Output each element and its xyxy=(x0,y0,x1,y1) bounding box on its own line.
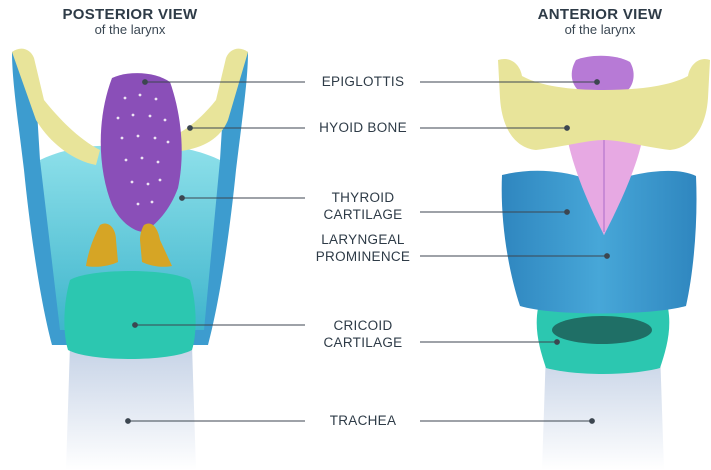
label-laryngeal-prominence: LARYNGEAL PROMINENCE xyxy=(293,231,433,265)
anterior-view-heading: ANTERIOR VIEW of the larynx xyxy=(490,6,710,37)
label-hyoid-bone: HYOID BONE xyxy=(293,119,433,136)
posterior-larynx xyxy=(12,49,248,470)
label-cricoid-line1: CRICOID xyxy=(333,318,392,333)
anterior-view-title: ANTERIOR VIEW xyxy=(490,6,710,23)
label-cricoid-line2: CARTILAGE xyxy=(324,335,403,350)
posterior-view-heading: POSTERIOR VIEW of the larynx xyxy=(20,6,240,37)
anterior-larynx xyxy=(498,56,710,470)
label-prominence-line2: PROMINENCE xyxy=(316,249,411,264)
label-prominence-line1: LARYNGEAL xyxy=(321,232,405,247)
label-trachea: TRACHEA xyxy=(293,412,433,429)
posterior-view-subtitle: of the larynx xyxy=(20,22,240,37)
label-thyroid-line2: CARTILAGE xyxy=(324,207,403,222)
label-epiglottis: EPIGLOTTIS xyxy=(293,73,433,90)
anterior-view-subtitle: of the larynx xyxy=(490,22,710,37)
posterior-cricoid-cartilage xyxy=(64,271,195,359)
label-cricoid-cartilage: CRICOID CARTILAGE xyxy=(293,317,433,351)
posterior-trachea xyxy=(66,345,196,470)
cricoid-opening xyxy=(552,316,652,344)
label-thyroid-cartilage: THYROID CARTILAGE xyxy=(293,189,433,223)
label-thyroid-line1: THYROID xyxy=(332,190,395,205)
anterior-epiglottis xyxy=(572,56,634,90)
posterior-view-title: POSTERIOR VIEW xyxy=(20,6,240,23)
